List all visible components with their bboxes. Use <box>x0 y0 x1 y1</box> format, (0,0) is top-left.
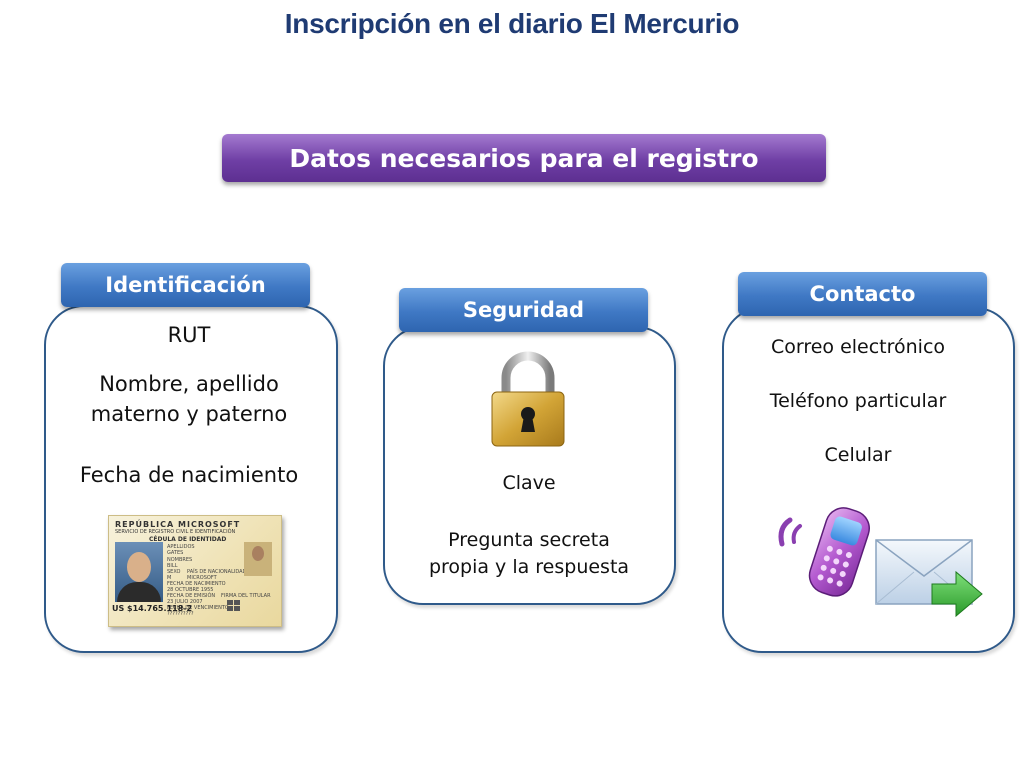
seguridad-card <box>383 326 676 605</box>
id-card-venc-label: FECHA DE VENCIMIENTO <box>167 605 229 611</box>
id-card-sexo-label: SEXO <box>167 569 181 575</box>
id-card-header: REPÚBLICA MICROSOFT <box>115 520 241 529</box>
id-card-venc: ?????????? <box>167 611 194 617</box>
contact-item-telefono: Teléfono particular <box>769 390 947 412</box>
identificacion-tab: Identificación <box>61 263 310 307</box>
id-card-image: REPÚBLICA MICROSOFT SERVICIO DE REGISTRO… <box>108 515 282 627</box>
seg-item-pregunta-1: Pregunta secreta <box>448 529 610 551</box>
seg-item-clave: Clave <box>502 472 556 494</box>
id-card-doctype: CÉDULA DE IDENTIDAD <box>149 536 227 543</box>
id-card-nac: MICROSOFT <box>187 575 217 581</box>
id-item-nombre-2: materno y paterno <box>90 402 288 426</box>
id-card-apellidos-label: APELLIDOS <box>167 544 195 550</box>
id-card-photo <box>115 542 163 602</box>
id-card-sexo: M <box>167 575 172 581</box>
id-card-emision: 23 JULIO 2007 <box>167 599 203 605</box>
id-card-number: US $14.765.118-2 <box>112 604 193 613</box>
id-item-rut: RUT <box>167 323 211 347</box>
id-card-emision-label: FECHA DE EMISIÓN <box>167 593 216 599</box>
id-item-fecha: Fecha de nacimiento <box>79 463 299 487</box>
id-card-mini-photo <box>244 542 272 576</box>
id-card-firma-label: FIRMA DEL TITULAR <box>221 593 271 599</box>
seguridad-tab: Seguridad <box>399 288 648 332</box>
padlock-icon <box>491 351 565 447</box>
id-card-nombres: BILL <box>167 563 178 569</box>
id-card-fecha-nac-label: FECHA DE NACIMIENTO <box>167 581 226 587</box>
contact-item-email: Correo electrónico <box>770 336 946 358</box>
id-card-apellidos: GATES <box>167 550 184 556</box>
windows-logo-icon <box>227 600 240 611</box>
slide-title: Inscripción en el diario El Mercurio <box>284 8 740 39</box>
id-card-fecha-nac: 28 OCTUBRE 1955 <box>167 587 214 593</box>
id-item-nombre-1: Nombre, apellido <box>99 372 279 396</box>
contact-item-celular: Celular <box>824 444 892 466</box>
contacto-tab: Contacto <box>738 272 987 316</box>
id-card-nombres-label: NOMBRES <box>167 557 193 563</box>
id-card-subheader: SERVICIO DE REGISTRO CIVIL E IDENTIFICAC… <box>115 529 236 535</box>
id-card-nac-label: PAÍS DE NACIONALIDAD <box>187 569 247 575</box>
seg-item-pregunta-2: propia y la respuesta <box>428 556 630 578</box>
email-envelope-icon <box>875 539 983 618</box>
registration-banner: Datos necesarios para el registro <box>222 134 826 182</box>
mobile-phone-icon <box>778 507 870 597</box>
